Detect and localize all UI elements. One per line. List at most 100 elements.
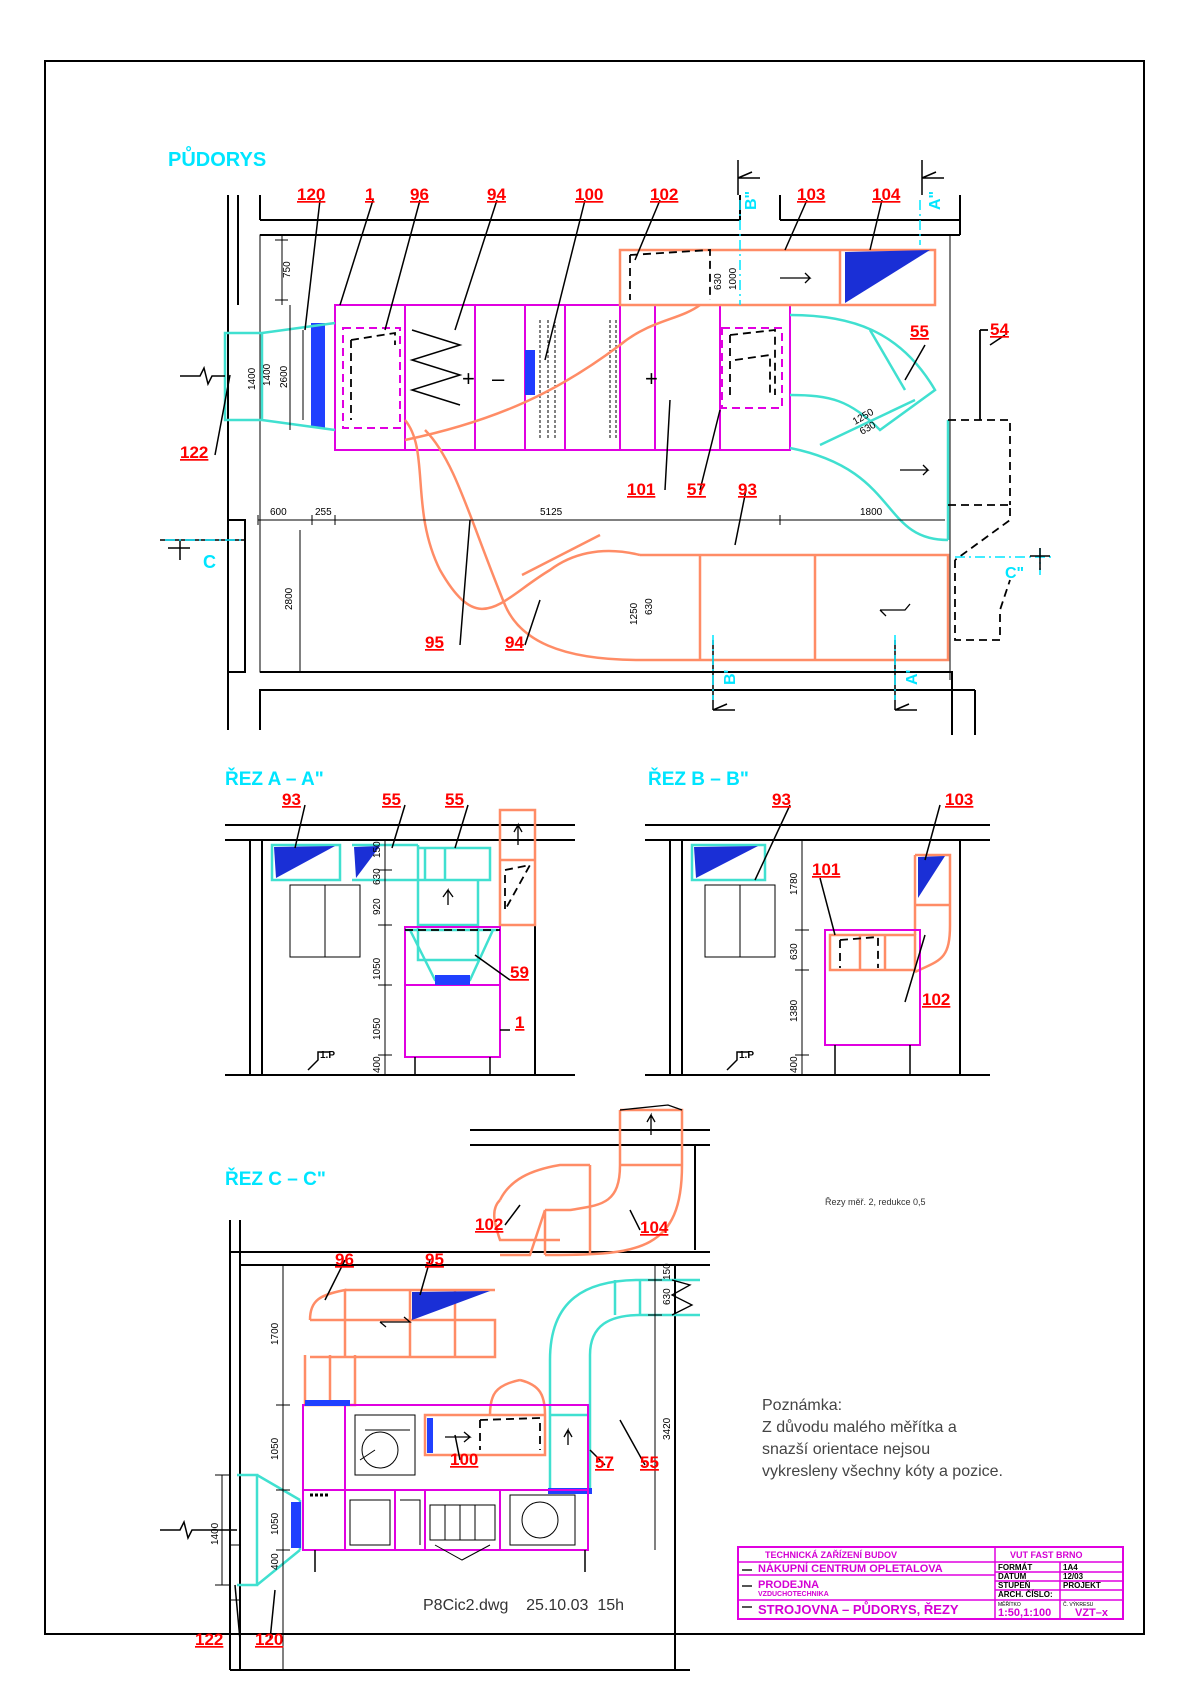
svg-text:150: 150 (372, 841, 383, 858)
svg-text:120: 120 (297, 185, 325, 204)
section-c-title: ŘEZ C – C" (225, 1168, 326, 1190)
title-block: TECHNICKÁ ZAŘÍZENÍ BUDOV VUT FAST BRNO N… (737, 1546, 1124, 1620)
svg-text:1050: 1050 (372, 1017, 383, 1040)
svg-text:+: + (645, 366, 658, 391)
svg-text:+: + (462, 366, 475, 391)
svg-text:1700: 1700 (270, 1322, 281, 1345)
section-a-view: ŘEZ A – A" 150 630 920 1050 1050 400 1.P… (225, 768, 575, 1076)
svg-text:255: 255 (315, 507, 332, 518)
svg-text:400: 400 (789, 1056, 800, 1073)
svg-text:VZT–x: VZT–x (1075, 1607, 1109, 1619)
section-marks: B" A" C C" B' A' (160, 160, 1055, 711)
svg-text:94: 94 (505, 633, 524, 652)
svg-text:102: 102 (475, 1215, 503, 1234)
svg-text:PRODEJNA: PRODEJNA (758, 1579, 819, 1591)
svg-text:1050: 1050 (372, 957, 383, 980)
svg-text:54: 54 (990, 320, 1009, 339)
svg-text:57: 57 (687, 480, 706, 499)
svg-text:102: 102 (922, 990, 950, 1009)
scale-note: Řezy měř. 2, redukce 0,5 (825, 1197, 926, 1207)
plan-view: PŮDORYS + – + (160, 145, 1055, 735)
svg-text:C": C" (1005, 565, 1024, 582)
svg-text:1050: 1050 (270, 1437, 281, 1460)
svg-text:ARCH. ČÍSLO:: ARCH. ČÍSLO: (998, 1590, 1053, 1599)
svg-text:snazší orientace nejsou: snazší orientace nejsou (762, 1441, 930, 1458)
svg-text:101: 101 (812, 860, 840, 879)
svg-text:1800: 1800 (860, 507, 883, 518)
svg-text:A': A' (904, 670, 921, 685)
ahu-plan: + – + (334, 304, 791, 451)
svg-text:93: 93 (772, 790, 791, 809)
svg-text:55: 55 (445, 790, 464, 809)
svg-text:VZDUCHOTECHNIKA: VZDUCHOTECHNIKA (758, 1591, 829, 1598)
svg-text:103: 103 (797, 185, 825, 204)
svg-text:94: 94 (487, 185, 506, 204)
svg-text:1780: 1780 (789, 872, 800, 895)
svg-text:2800: 2800 (284, 587, 295, 610)
plan-position-labels: 120 1 96 94 100 102 103 104 122 55 54 10… (180, 185, 1009, 652)
svg-text:630: 630 (372, 868, 383, 885)
svg-text:55: 55 (910, 322, 929, 341)
svg-text:103: 103 (945, 790, 973, 809)
svg-text:1400: 1400 (262, 363, 273, 386)
plan-title: PŮDORYS (168, 145, 266, 171)
sheet-frame (44, 60, 1145, 1635)
svg-text:1:50,1:100: 1:50,1:100 (998, 1607, 1051, 1619)
svg-text:630: 630 (644, 598, 655, 615)
footer-filename: P8Cic2.dwg 25.10.03 15h (423, 1597, 624, 1614)
svg-text:2600: 2600 (279, 365, 290, 388)
svg-text:1050: 1050 (270, 1512, 281, 1535)
svg-text:1: 1 (515, 1013, 524, 1032)
svg-text:A": A" (927, 191, 944, 210)
note-block: Poznámka: Z důvodu malého měřítka a snaz… (762, 1397, 1003, 1480)
svg-text:B': B' (722, 670, 739, 685)
svg-text:DATUM: DATUM (998, 1572, 1027, 1581)
svg-text:100: 100 (575, 185, 603, 204)
svg-text:600: 600 (270, 507, 287, 518)
svg-text:–: – (492, 366, 505, 391)
svg-text:1.P: 1.P (739, 1050, 754, 1061)
section-b-view: ŘEZ B – B" 1780 630 1380 400 1.P 93 103 … (645, 768, 990, 1076)
svg-text:C: C (203, 552, 216, 572)
svg-text:920: 920 (372, 898, 383, 915)
svg-text:102: 102 (650, 185, 678, 204)
svg-text:93: 93 (282, 790, 301, 809)
svg-text:MĚŘÍTKO: MĚŘÍTKO (998, 1600, 1021, 1608)
svg-text:122: 122 (195, 1630, 223, 1649)
svg-text:630: 630 (789, 943, 800, 960)
svg-text:95: 95 (425, 633, 444, 652)
svg-text:104: 104 (640, 1218, 669, 1237)
section-b-title: ŘEZ B – B" (648, 768, 749, 790)
section-a-title: ŘEZ A – A" (225, 768, 324, 790)
svg-text:93: 93 (738, 480, 757, 499)
svg-text:101: 101 (627, 480, 655, 499)
svg-text:1.P: 1.P (320, 1050, 335, 1061)
svg-text:Z důvodu malého měřítka a: Z důvodu malého měřítka a (762, 1418, 957, 1436)
svg-text:VUT FAST BRNO: VUT FAST BRNO (1010, 1550, 1083, 1560)
svg-text:Č. VÝKRESU: Č. VÝKRESU (1063, 1601, 1094, 1608)
svg-text:NÁKUPNÍ CENTRUM OPLETALOVA: NÁKUPNÍ CENTRUM OPLETALOVA (758, 1562, 943, 1575)
svg-text:5125: 5125 (540, 507, 563, 518)
svg-text:1380: 1380 (789, 999, 800, 1022)
svg-text:B": B" (743, 191, 760, 210)
svg-text:1A4: 1A4 (1063, 1563, 1078, 1572)
filter-120 (311, 323, 325, 428)
svg-text:vykresleny všechny kóty a pozi: vykresleny všechny kóty a pozice. (762, 1463, 1003, 1480)
svg-text:630: 630 (713, 273, 724, 290)
svg-text:96: 96 (410, 185, 429, 204)
plan-dimensions: 750 1400 1400 2600 600 255 5125 1800 280… (247, 235, 951, 672)
svg-text:96: 96 (335, 1250, 354, 1269)
svg-text:750: 750 (282, 261, 293, 278)
note-heading: Poznámka: (762, 1397, 842, 1414)
svg-text:1000: 1000 (728, 267, 739, 290)
svg-text:630: 630 (662, 1288, 673, 1305)
svg-text:FORMÁT: FORMÁT (998, 1563, 1032, 1572)
svg-text:1250: 1250 (629, 602, 640, 625)
svg-text:55: 55 (640, 1453, 659, 1472)
svg-text:1: 1 (365, 185, 374, 204)
ahu-section-c (302, 1400, 589, 1572)
svg-text:150: 150 (662, 1263, 673, 1280)
svg-text:55: 55 (382, 790, 401, 809)
svg-text:400: 400 (372, 1056, 383, 1073)
